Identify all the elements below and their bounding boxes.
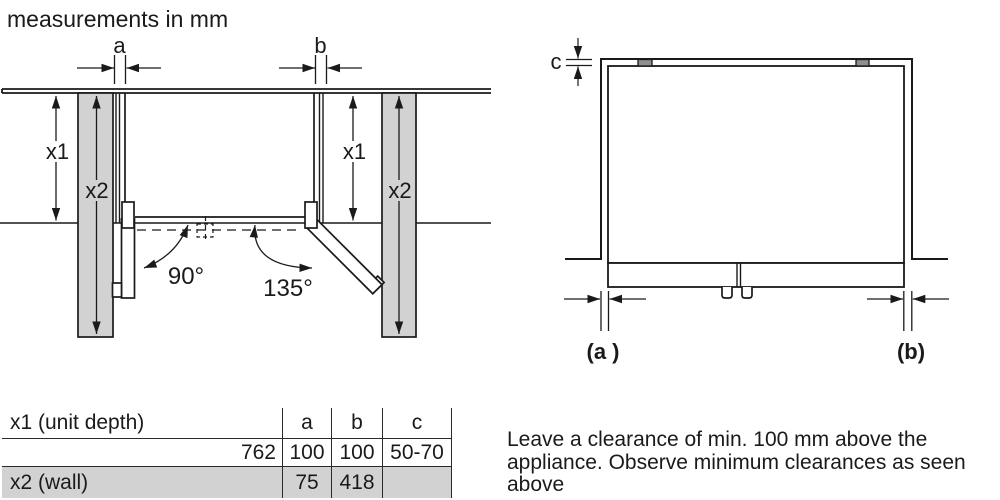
door-90 <box>111 218 136 299</box>
dim-a-bottom-label: (a ) <box>587 339 620 364</box>
x2-right-label: x2 <box>388 178 411 203</box>
x2-left-label-bg <box>82 180 112 201</box>
angle-90-label: 90° <box>168 263 204 290</box>
dim-a-bottom <box>564 291 646 331</box>
dim-b <box>279 55 362 84</box>
table-col-c: c <box>383 408 452 438</box>
dim-a <box>77 55 161 84</box>
clearance-table: x1 (unit depth) a b c 762 100 100 50-70 … <box>2 408 452 498</box>
niche-outline <box>565 58 948 260</box>
x2-left-label: x2 <box>85 178 108 203</box>
door-135 <box>305 217 386 295</box>
top-spacer-left <box>637 58 653 67</box>
x1-left-label-bg <box>42 141 73 162</box>
dim-b-bottom-label: (b) <box>897 339 925 364</box>
wall-c <box>383 467 452 498</box>
x2-right-label-bg <box>385 180 415 201</box>
x1-left-label: x1 <box>46 139 69 164</box>
x1-right-label: x1 <box>343 139 366 164</box>
unit-depth-value: 762 <box>2 439 283 466</box>
appliance-body <box>607 65 905 264</box>
right-hinge <box>304 201 318 229</box>
worktop-edge-lines <box>1 88 491 94</box>
center-mark <box>196 216 214 243</box>
table-col-a: a <box>283 408 332 438</box>
left-side-panel <box>115 93 121 223</box>
unit-depth-b: 100 <box>332 439 383 466</box>
right-side-panel <box>318 93 324 223</box>
page-title: measurements in mm <box>7 6 229 32</box>
table-row-wall: x2 (wall) 75 418 <box>2 467 452 498</box>
table-header-label: x1 (unit depth) <box>2 408 283 438</box>
door-90-handle <box>111 282 123 298</box>
table-header-row: x1 (unit depth) a b c <box>2 408 452 439</box>
angle-135-label: 135° <box>263 275 313 302</box>
unit-depth-c: 50-70 <box>383 439 452 466</box>
dim-b-bottom <box>867 291 949 331</box>
swing-arc-90 <box>143 224 189 269</box>
x1-right-label-bg <box>339 141 370 162</box>
unit-depth-a: 100 <box>283 439 332 466</box>
appliance-feet <box>721 287 753 299</box>
door-split-lines <box>736 263 742 287</box>
dim-c-label: c <box>551 49 562 74</box>
left-hinge <box>121 201 135 229</box>
wall-label: x2 (wall) <box>2 467 283 498</box>
front-view-diagram <box>564 38 949 331</box>
appliance-outline <box>124 93 315 218</box>
dim-b-label: b <box>314 33 326 58</box>
swing-arc-135 <box>249 224 313 272</box>
wall-b: 418 <box>332 467 383 498</box>
wall-a: 75 <box>283 467 332 498</box>
clearance-note: Leave a clearance of min. 100 mm above t… <box>507 428 966 496</box>
dim-c <box>566 38 592 86</box>
left-wall-bar <box>77 92 114 338</box>
top-view-diagram <box>0 55 491 338</box>
table-col-b: b <box>332 408 383 438</box>
dim-a-label: a <box>113 33 126 58</box>
appliance-plinth <box>607 262 905 288</box>
table-row-unit-depth: 762 100 100 50-70 <box>2 439 452 467</box>
top-spacer-right <box>855 58 870 67</box>
